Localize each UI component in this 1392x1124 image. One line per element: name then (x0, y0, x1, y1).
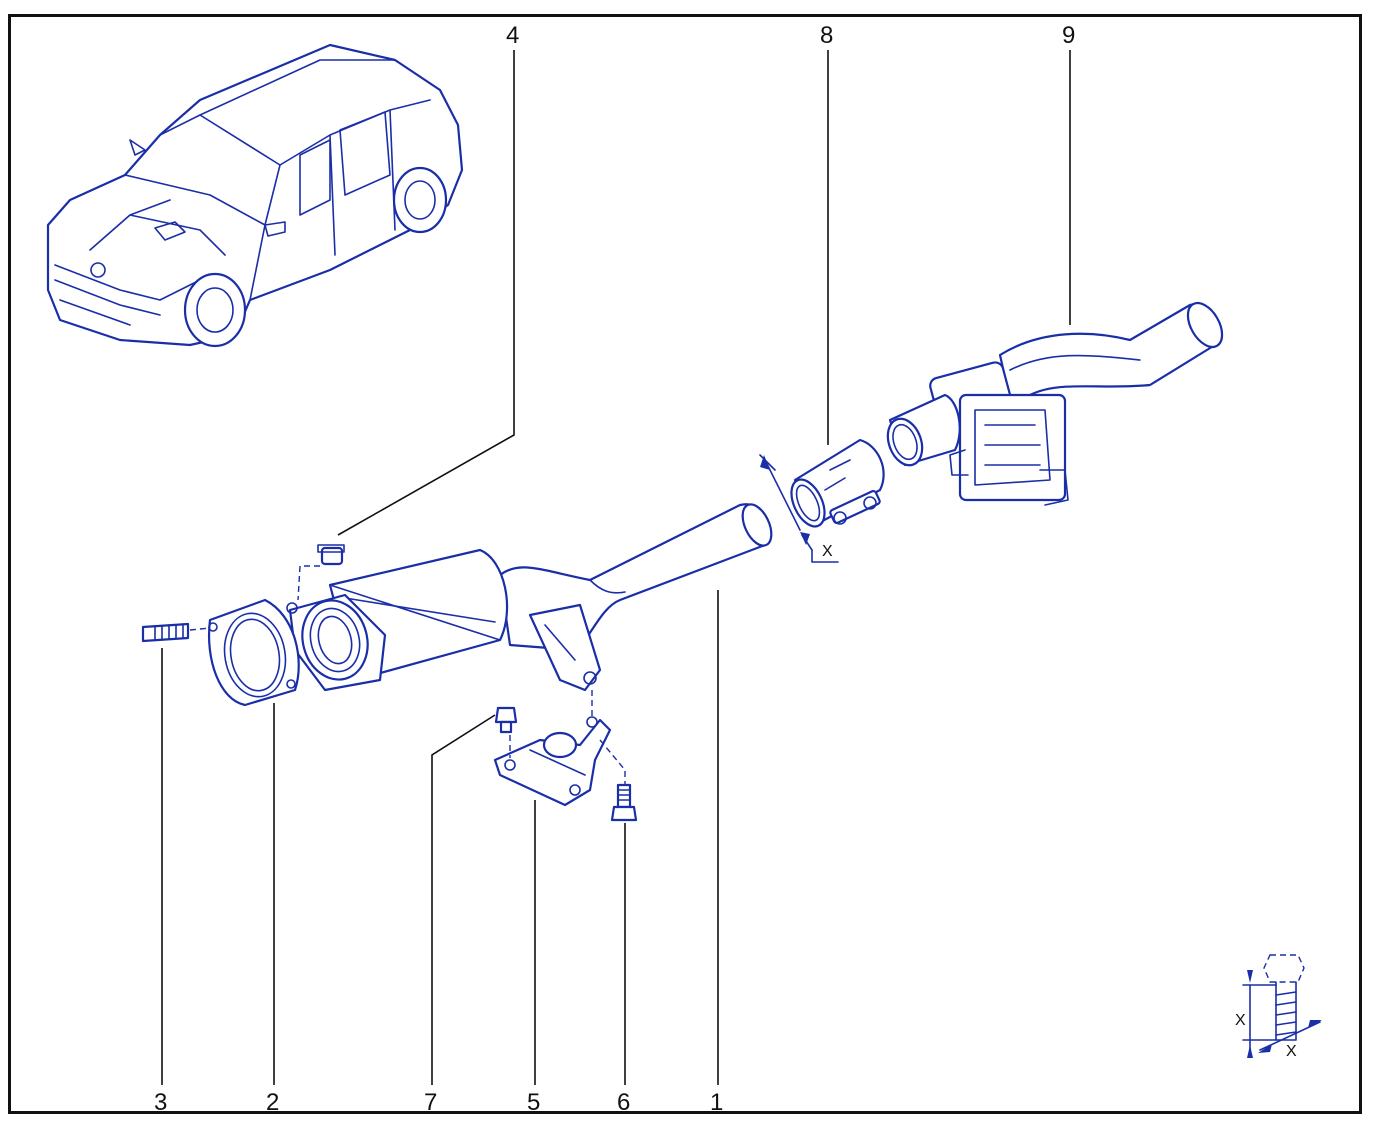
part-2-gasket (208, 598, 300, 707)
part-3-stud (141, 622, 211, 643)
part-7-bolt (494, 706, 518, 734)
part-1-catalytic-converter-pipe (286, 503, 773, 692)
callout-2: 2 (266, 1089, 279, 1116)
callout-6: 6 (617, 1089, 630, 1116)
part-5-bracket (493, 690, 626, 807)
callout-8: 8 (820, 22, 833, 49)
bolt-spec-detail: X X (1235, 954, 1322, 1060)
part-9-egr-pipe-assembly (886, 301, 1224, 506)
part-4-bolt (297, 544, 345, 601)
callout-5: 5 (527, 1089, 540, 1116)
bolt-diameter-label: X (1286, 1043, 1297, 1060)
part-8-clamp: X (759, 438, 885, 563)
callout-7: 7 (424, 1089, 437, 1116)
car-illustration (46, 43, 464, 348)
callout-4: 4 (506, 22, 519, 49)
callout-1: 1 (710, 1089, 723, 1116)
callout-labels: 4 8 9 3 2 7 5 6 1 (154, 22, 1075, 1116)
clamp-dimension-label: X (822, 543, 833, 560)
callout-9: 9 (1062, 22, 1075, 49)
bolt-length-label: X (1235, 1012, 1246, 1029)
diagram-frame (8, 14, 1362, 1114)
part-6-bolt (610, 783, 638, 822)
leader-lines (161, 50, 1071, 1085)
callout-3: 3 (154, 1089, 167, 1116)
